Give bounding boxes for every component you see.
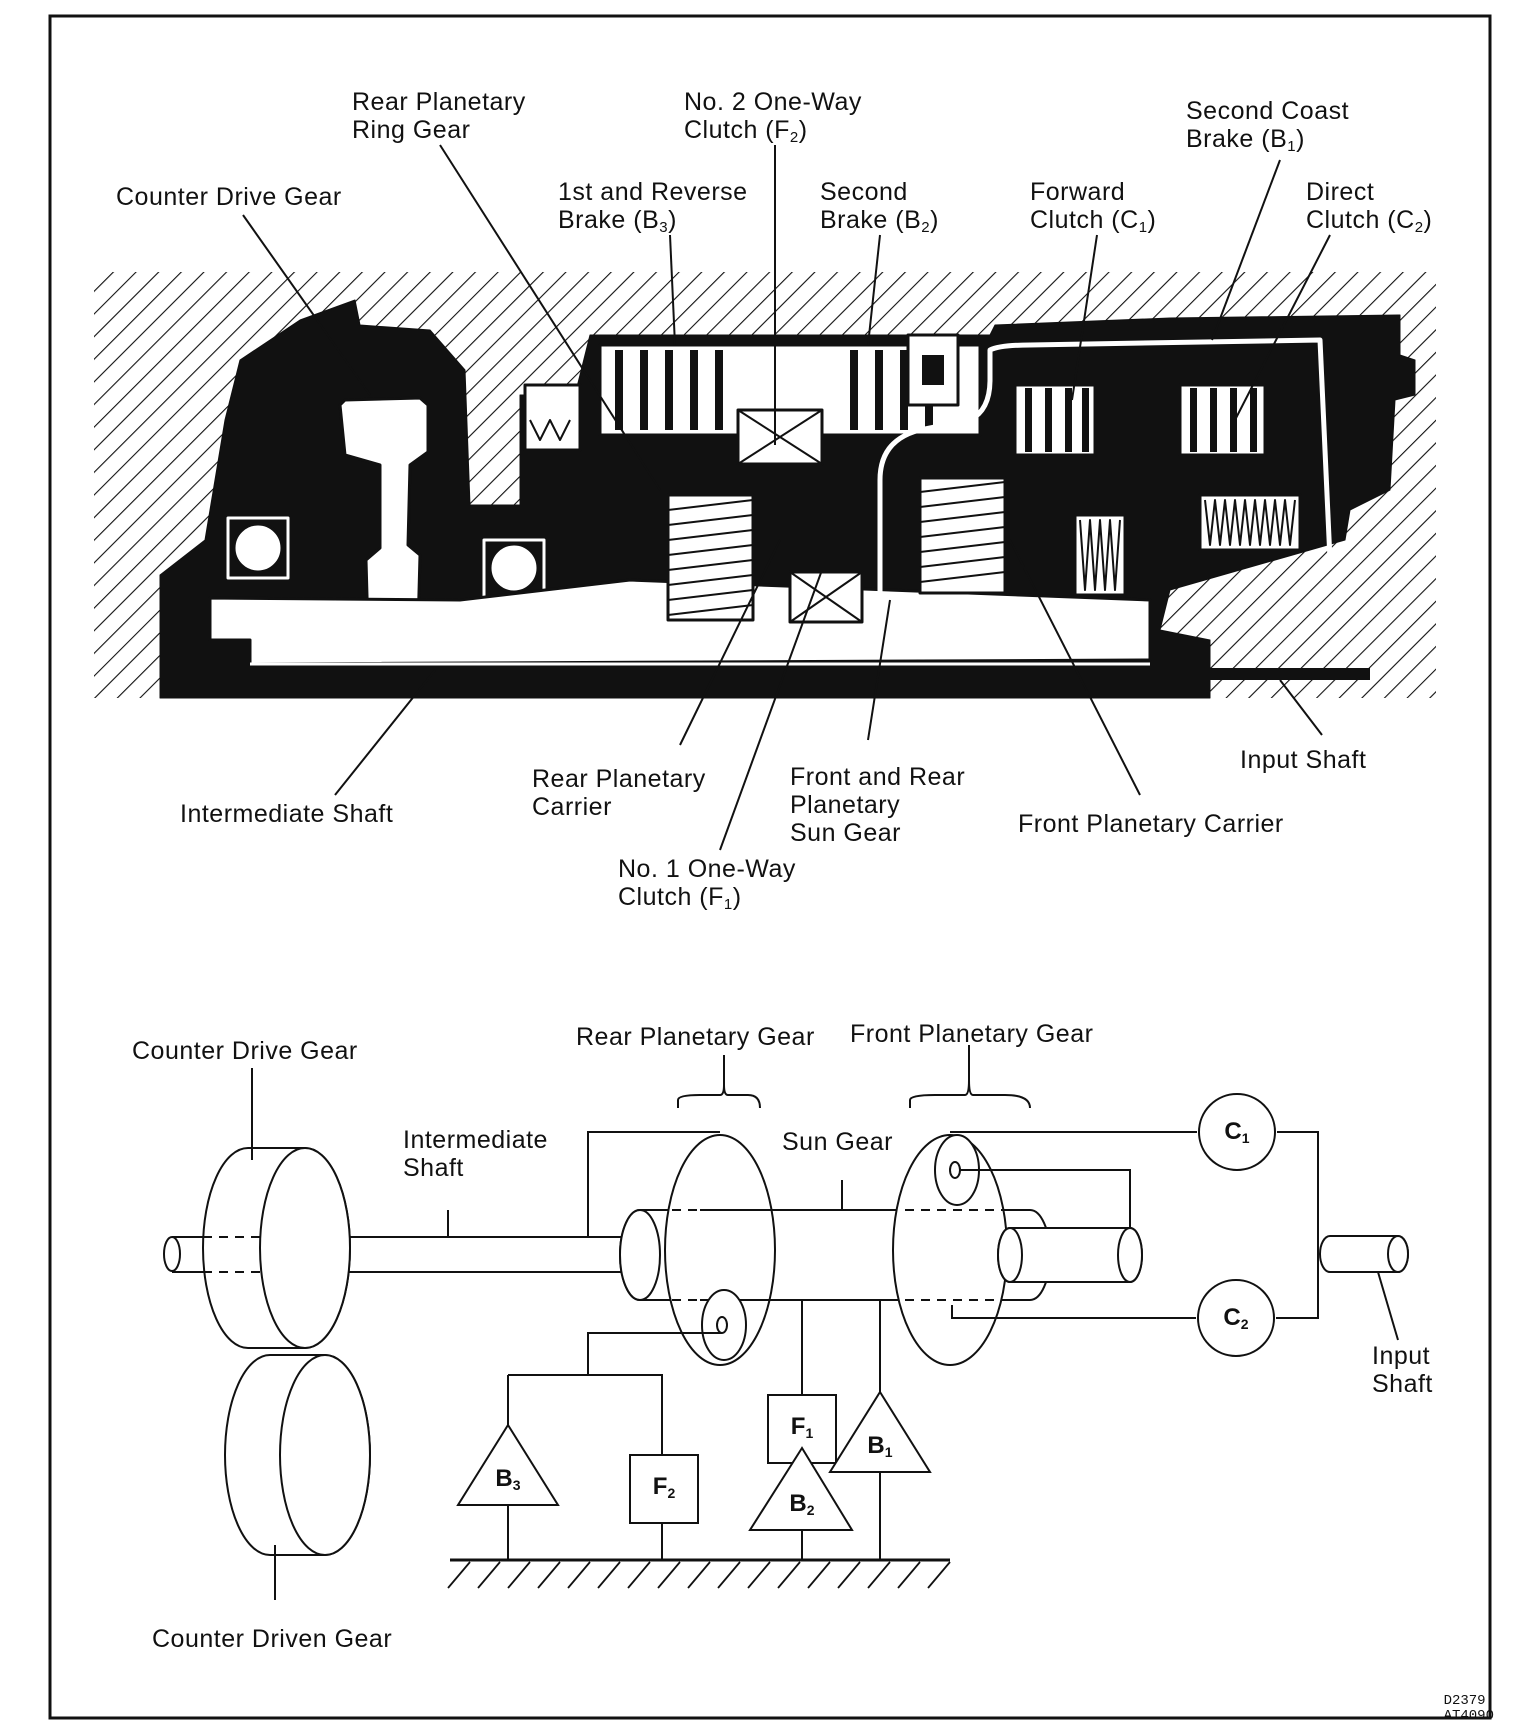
label-no1-one-way: No. 1 One-Way Clutch (F1) xyxy=(618,855,796,913)
c1-circle xyxy=(1198,1093,1276,1171)
label-counter-drive: Counter Drive Gear xyxy=(116,183,342,211)
label-first-reverse: 1st and Reverse Brake (B3) xyxy=(558,178,748,236)
label-forward-clutch: Forward Clutch (C1) xyxy=(1030,178,1157,236)
symbol-f1: F1 xyxy=(790,1413,814,1441)
symbol-b3: B3 xyxy=(495,1465,521,1493)
schematic xyxy=(163,1045,1409,1600)
figure-code: D2379 AT4090 xyxy=(1443,1693,1494,1724)
label-rear-carrier: Rear Planetary Carrier xyxy=(532,765,706,821)
symbol-c1: C1 xyxy=(1224,1118,1250,1146)
label-front-carrier: Front Planetary Carrier xyxy=(1018,810,1284,838)
f2-box xyxy=(629,1454,699,1524)
bearing-left xyxy=(232,522,284,574)
label-sch-rear-planetary: Rear Planetary Gear xyxy=(576,1023,815,1051)
label-rear-ring-gear: Rear Planetary Ring Gear xyxy=(352,88,526,144)
c2-circle xyxy=(1197,1279,1275,1357)
frame xyxy=(48,14,1492,1720)
section-view xyxy=(94,144,1436,851)
input-shaft-sec xyxy=(1140,668,1370,680)
label-input-shaft: Input Shaft xyxy=(1240,746,1367,774)
counter-drive-gear xyxy=(338,396,430,634)
label-sch-front-planetary: Front Planetary Gear xyxy=(850,1020,1094,1048)
f1-box xyxy=(767,1394,837,1464)
label-second-brake: Second Brake (B2) xyxy=(820,178,939,236)
symbol-c2: C2 xyxy=(1223,1304,1249,1332)
label-sun-gear: Front and Rear Planetary Sun Gear xyxy=(790,763,966,847)
symbol-f2: F2 xyxy=(652,1473,676,1501)
symbol-b2: B2 xyxy=(789,1490,815,1518)
label-sch-intermediate: Intermediate Shaft xyxy=(403,1126,548,1182)
label-intermediate-shaft: Intermediate Shaft xyxy=(180,800,394,828)
rear-planetary-disc xyxy=(664,1134,776,1366)
intermediate-shaft xyxy=(208,578,1152,666)
label-no2-one-way: No. 2 One-Way Clutch (F2) xyxy=(684,88,862,146)
rear-planetary-pinion xyxy=(666,493,755,622)
label-direct-clutch: Direct Clutch (C2) xyxy=(1306,178,1433,236)
label-sch-input-shaft: Input Shaft xyxy=(1372,1342,1433,1398)
label-sch-sun-gear: Sun Gear xyxy=(782,1128,894,1156)
label-sch-counter-drive: Counter Drive Gear xyxy=(132,1037,358,1065)
clutch-drum xyxy=(877,337,1333,640)
label-sch-counter-driven: Counter Driven Gear xyxy=(152,1625,393,1653)
symbol-b1: B1 xyxy=(867,1432,893,1460)
label-second-coast: Second Coast Brake (B1) xyxy=(1186,97,1350,155)
bearing-right xyxy=(488,542,540,594)
